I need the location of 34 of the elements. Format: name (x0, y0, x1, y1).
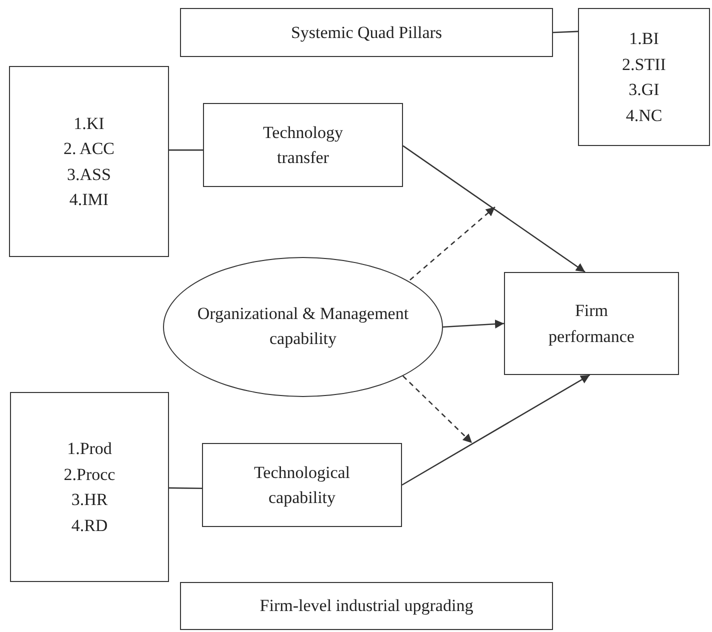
node-label: 3.ASS (67, 164, 111, 186)
node-label: 4.RD (71, 514, 108, 536)
node-label: Technology transfer (262, 122, 344, 169)
dashed-arrow (402, 376, 472, 444)
process-box (9, 66, 169, 257)
node-label: 2.STII (622, 54, 666, 76)
node-label: 3.HR (71, 489, 108, 511)
process-box (578, 8, 710, 146)
arrow (402, 145, 586, 273)
node-label: Firm-level industrial upgrading (260, 595, 474, 618)
node-label: 1.BI (629, 28, 659, 50)
node-label: Organizational & Management capability (196, 303, 410, 350)
process-box (10, 392, 169, 582)
node-label: 2.Procc (64, 464, 116, 486)
arrow (442, 320, 504, 328)
process-box (202, 443, 402, 527)
node-label: 2. ACC (63, 138, 115, 160)
connector-line (552, 30, 578, 34)
node-label: 3.GI (628, 79, 660, 101)
arrow (402, 374, 590, 486)
node-label: 4.IMI (69, 189, 109, 211)
node-label: 4.NC (626, 104, 662, 126)
node-label: 1.KI (74, 112, 104, 134)
connector-line (169, 149, 203, 151)
node-label: Systemic Quad Pillars (290, 22, 442, 44)
dashed-arrow (410, 206, 496, 280)
connector-line (169, 487, 202, 489)
process-box (180, 8, 553, 57)
process-box (203, 103, 403, 187)
node-label: 1.Prod (67, 438, 112, 460)
process-box (180, 582, 553, 630)
process-box (504, 272, 679, 375)
node-label: Firm performance (548, 300, 636, 348)
node-label: Technological capability (252, 462, 352, 509)
